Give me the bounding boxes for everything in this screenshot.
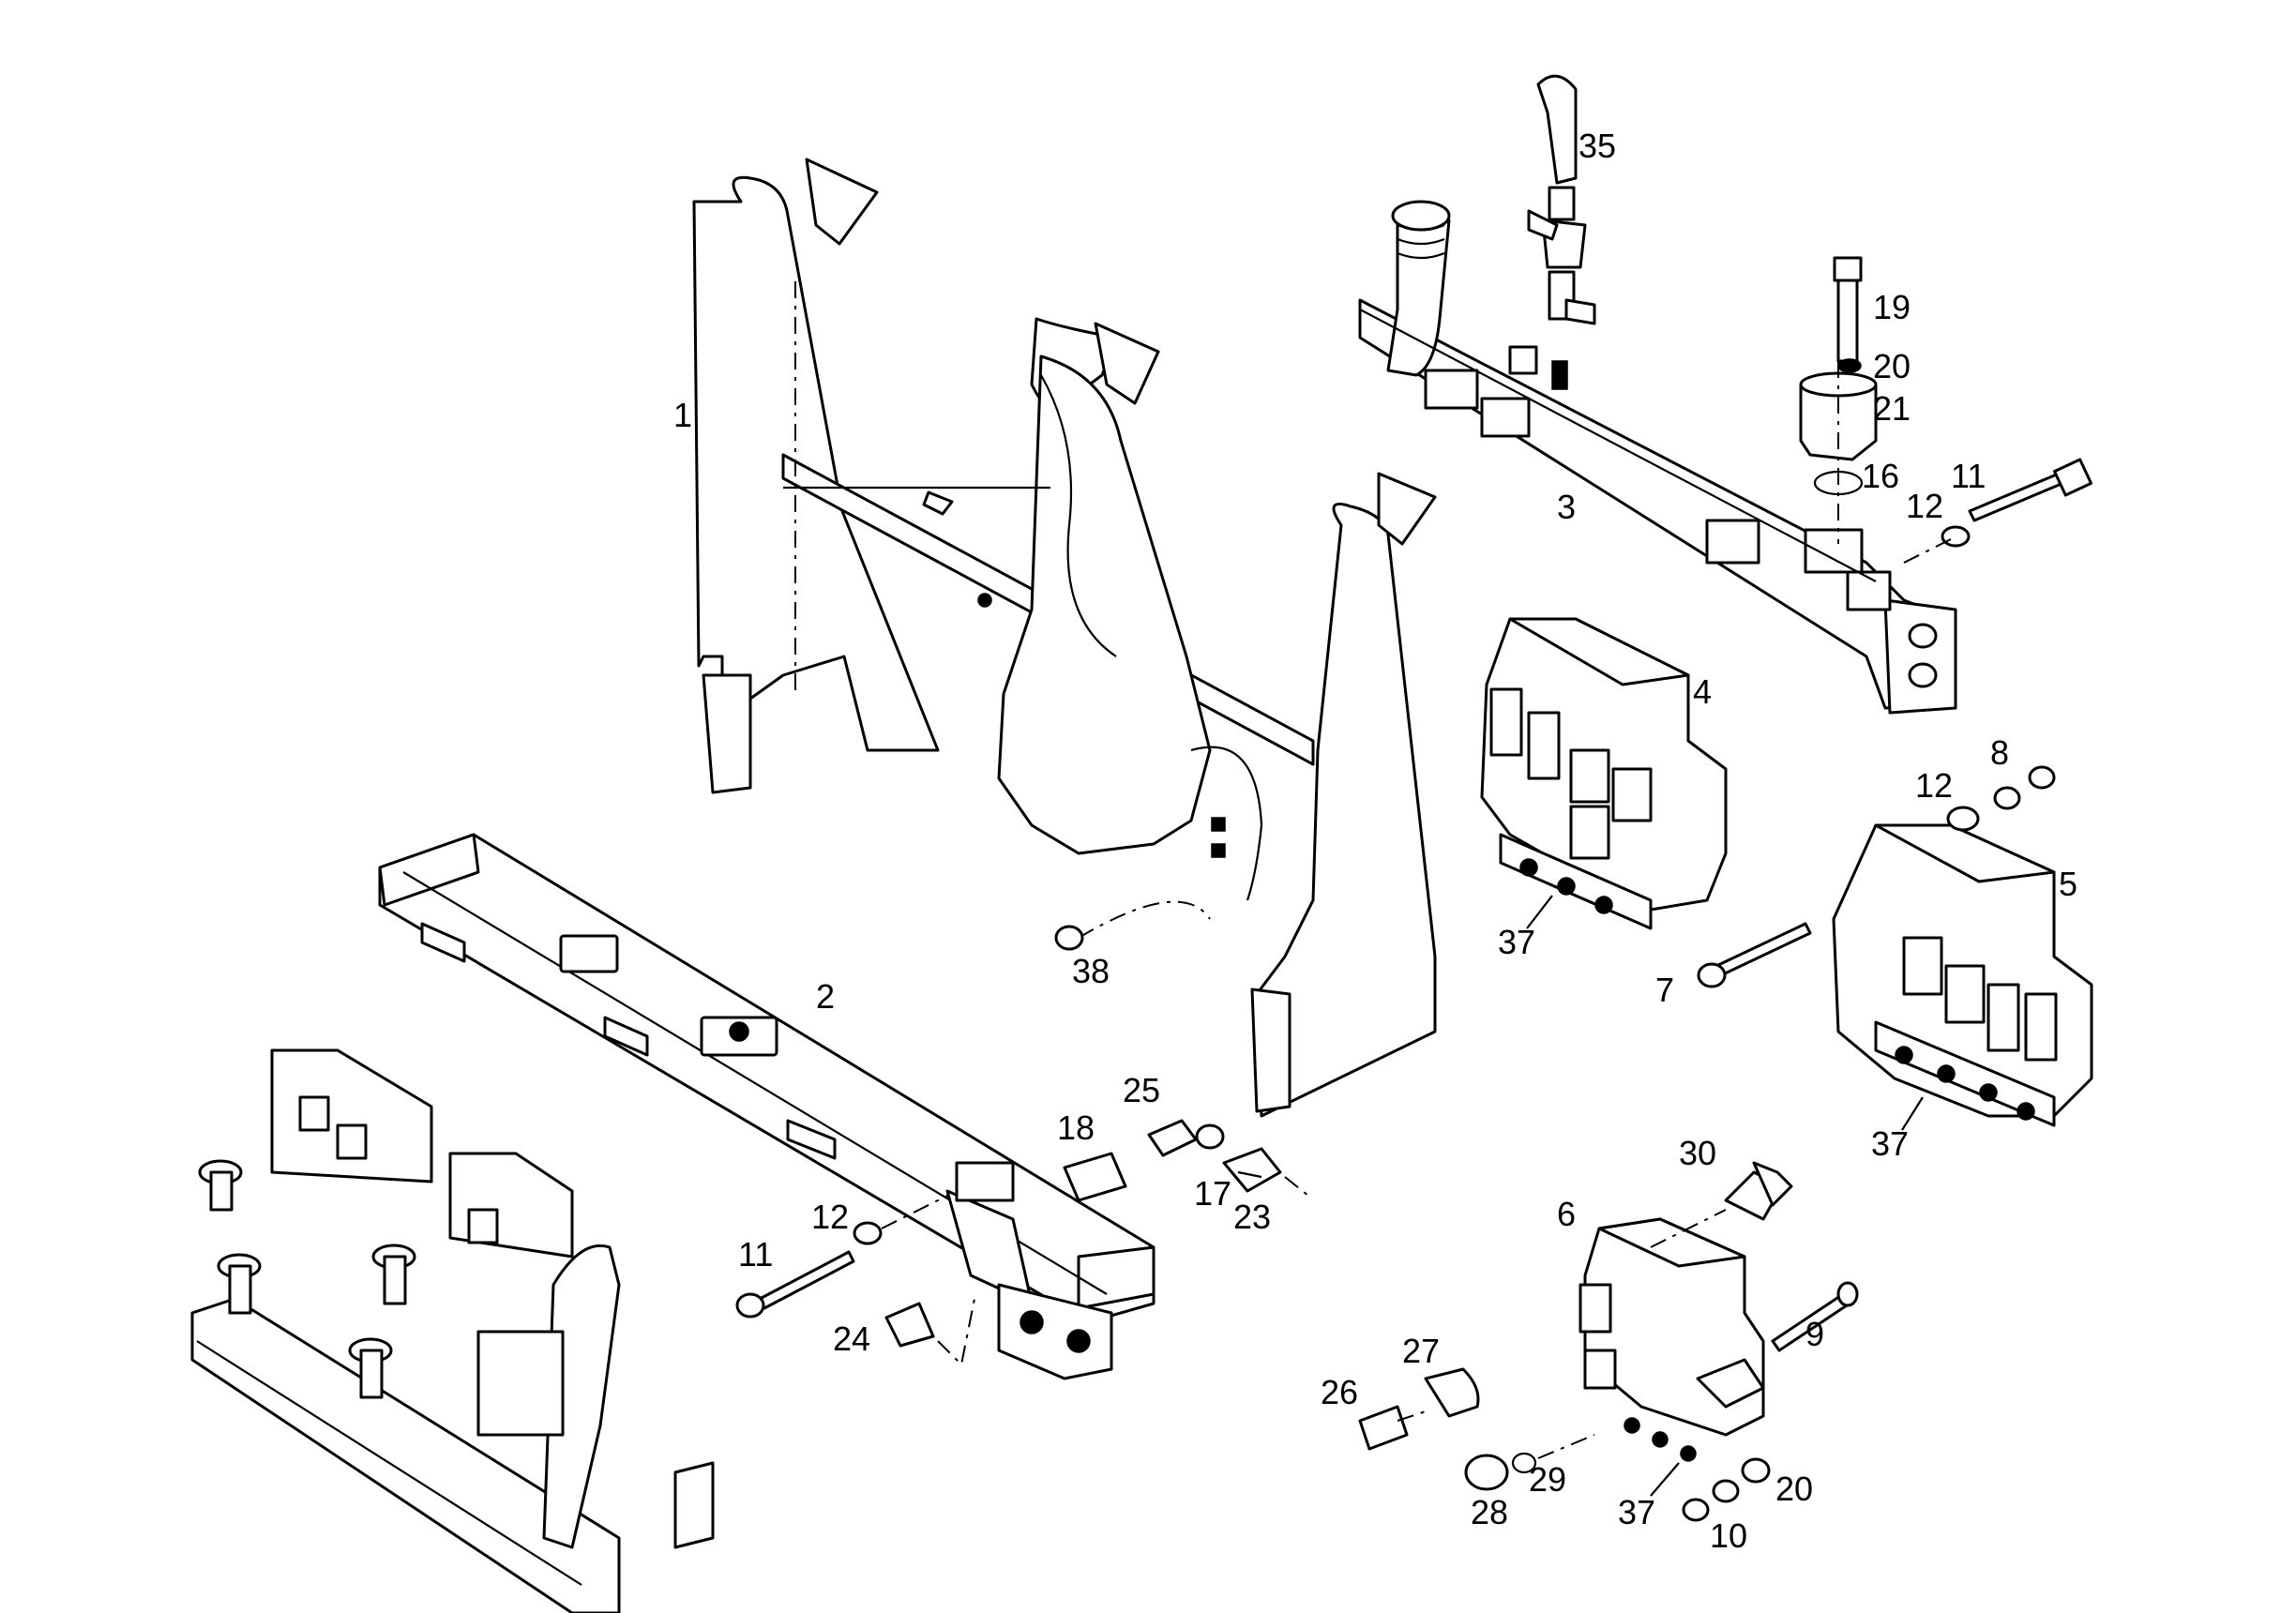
callout-10: 10 <box>1710 1516 1747 1555</box>
part-35-hose-assembly <box>1508 74 1596 390</box>
part-3-upper-beam <box>1358 200 1957 715</box>
part-11-12-upper-bolt <box>1903 458 2093 564</box>
part-1-chassis-frame <box>692 158 1437 1118</box>
part-5-valve-block <box>1832 823 2093 1127</box>
leader-lines <box>1237 895 1924 1497</box>
part-6-valve-block <box>1578 1217 1765 1462</box>
callout-27: 27 <box>1402 1332 1440 1370</box>
part-2-lower-beam <box>378 833 1156 1380</box>
callout-3: 3 <box>1557 488 1576 526</box>
callout-20-upper: 20 <box>1873 347 1911 385</box>
callout-21: 21 <box>1873 389 1911 428</box>
callout-23: 23 <box>1233 1198 1271 1236</box>
part-7-8-12-bolt-set <box>1697 765 2056 988</box>
callout-12-middle: 12 <box>1915 766 1953 805</box>
assembled-overview <box>190 1048 715 1613</box>
callout-38: 38 <box>1072 952 1110 990</box>
callout-35: 35 <box>1578 127 1616 165</box>
callout-11-upper: 11 <box>1951 457 1986 495</box>
callout-1: 1 <box>673 396 692 434</box>
part-4-valve-block <box>1480 617 1728 930</box>
part-11-12-lower-bolt <box>735 1195 948 1319</box>
callout-24: 24 <box>833 1319 870 1358</box>
callout-labels: 1 2 3 4 5 6 7 8 9 10 11 11 12 12 12 16 1… <box>673 127 2077 1555</box>
callout-26: 26 <box>1321 1373 1358 1411</box>
part-9-bolt <box>1771 1281 1859 1352</box>
callout-2: 2 <box>816 977 835 1016</box>
part-10-20-washers <box>1682 1457 1771 1522</box>
callout-7: 7 <box>1655 971 1674 1009</box>
callout-19: 19 <box>1873 288 1911 326</box>
callout-29: 29 <box>1529 1460 1566 1499</box>
callout-37-lower: 37 <box>1618 1493 1655 1531</box>
part-24-fitting <box>884 1293 976 1367</box>
callout-37-upper: 37 <box>1498 923 1535 961</box>
part-17-18-23-25-fittings <box>1063 1119 1309 1202</box>
part-38-nut <box>1054 925 1084 951</box>
callout-9: 9 <box>1805 1315 1824 1353</box>
part-30-fitting <box>1650 1161 1793 1248</box>
callout-16: 16 <box>1862 457 1899 495</box>
callout-20-lower: 20 <box>1775 1470 1813 1508</box>
callout-17: 17 <box>1194 1174 1231 1213</box>
callout-8: 8 <box>1990 733 2009 772</box>
callout-30: 30 <box>1679 1134 1716 1172</box>
callout-5: 5 <box>2059 865 2077 903</box>
callout-6: 6 <box>1557 1195 1576 1233</box>
callout-12-lower: 12 <box>811 1198 849 1236</box>
part-19-21-valve-assembly <box>1799 256 1878 544</box>
callout-12-upper: 12 <box>1906 487 1943 525</box>
callout-18: 18 <box>1057 1108 1095 1147</box>
callout-11-lower: 11 <box>738 1235 773 1274</box>
part-26-29-fittings <box>1358 1367 1595 1491</box>
callout-37-middle: 37 <box>1871 1124 1909 1163</box>
callout-28: 28 <box>1471 1493 1508 1531</box>
callout-4: 4 <box>1693 672 1712 711</box>
callout-25: 25 <box>1123 1071 1160 1109</box>
